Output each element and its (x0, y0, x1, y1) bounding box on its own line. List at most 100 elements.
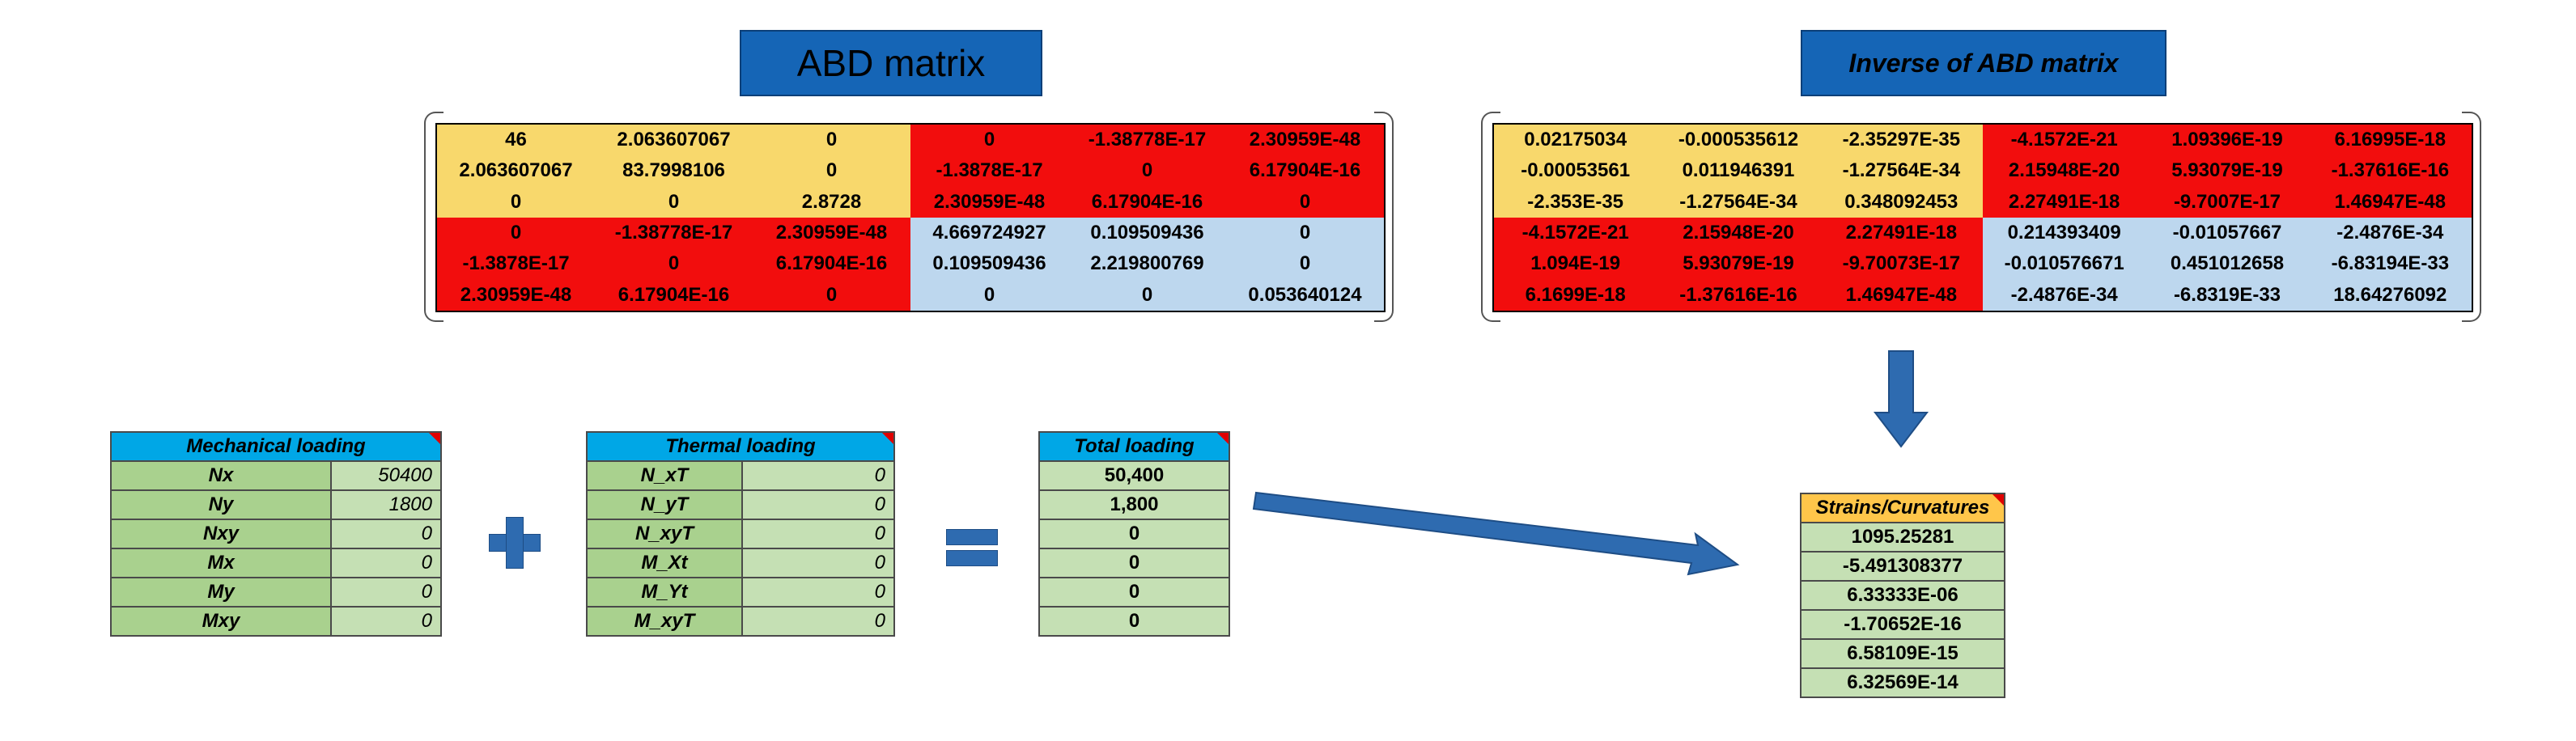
matrix-cell[interactable]: 0.053640124 (1226, 279, 1384, 311)
matrix-cell[interactable]: 0.451012658 (2145, 248, 2309, 280)
load-value[interactable]: 0 (330, 606, 442, 637)
load-value[interactable]: 0 (330, 548, 442, 578)
matrix-cell[interactable]: 0 (1226, 248, 1384, 280)
matrix-cell[interactable]: 0 (1068, 155, 1226, 187)
matrix-cell[interactable]: 1.46947E-48 (1819, 279, 1983, 311)
load-value[interactable]: 0 (330, 577, 442, 608)
matrix-cell[interactable]: -1.37616E-16 (1657, 279, 1820, 311)
total-value[interactable]: 0 (1038, 519, 1230, 549)
matrix-cell[interactable]: 0 (1226, 217, 1384, 249)
total-value[interactable]: 0 (1038, 548, 1230, 578)
load-label: Mx (110, 548, 332, 578)
load-value[interactable]: 0 (741, 460, 895, 491)
matrix-cell[interactable]: 6.17904E-16 (753, 248, 910, 280)
load-value[interactable]: 0 (741, 548, 895, 578)
matrix-cell[interactable]: 0 (595, 186, 753, 218)
matrix-cell[interactable]: 83.7998106 (595, 155, 753, 187)
matrix-cell[interactable]: 1.09396E-19 (2145, 125, 2309, 156)
matrix-cell[interactable]: -9.70073E-17 (1819, 248, 1983, 280)
matrix-cell[interactable]: -0.01057667 (2145, 217, 2309, 249)
matrix-cell[interactable]: 2.15948E-20 (1982, 155, 2146, 187)
matrix-cell[interactable]: -9.7007E-17 (2145, 186, 2309, 218)
matrix-cell[interactable]: 2.8728 (753, 186, 910, 218)
matrix-cell[interactable]: -2.35297E-35 (1819, 125, 1983, 156)
matrix-cell[interactable]: -4.1572E-21 (1982, 125, 2146, 156)
load-value[interactable]: 0 (741, 577, 895, 608)
matrix-cell[interactable]: 0.109509436 (910, 248, 1068, 280)
matrix-cell[interactable]: 2.30959E-48 (910, 186, 1068, 218)
matrix-cell[interactable]: 0 (910, 125, 1068, 156)
matrix-cell[interactable]: -1.37616E-16 (2308, 155, 2472, 187)
matrix-cell[interactable]: 0.109509436 (1068, 217, 1226, 249)
matrix-cell[interactable]: 0 (437, 217, 595, 249)
matrix-cell[interactable]: 0 (437, 186, 595, 218)
matrix-cell[interactable]: 0.02175034 (1494, 125, 1657, 156)
load-value[interactable]: 0 (741, 519, 895, 549)
strain-value[interactable]: 6.32569E-14 (1800, 667, 2005, 698)
strain-value[interactable]: -1.70652E-16 (1800, 609, 2005, 640)
matrix-cell[interactable]: 5.93079E-19 (1657, 248, 1820, 280)
matrix-cell[interactable]: -1.3878E-17 (437, 248, 595, 280)
matrix-cell[interactable]: 2.30959E-48 (753, 217, 910, 249)
matrix-cell[interactable]: 0.214393409 (1982, 217, 2146, 249)
matrix-cell[interactable]: 5.93079E-19 (2145, 155, 2309, 187)
matrix-cell[interactable]: -0.00053561 (1494, 155, 1657, 187)
matrix-cell[interactable]: -2.4876E-34 (1982, 279, 2146, 311)
matrix-cell[interactable]: 2.30959E-48 (1226, 125, 1384, 156)
matrix-cell[interactable]: 6.17904E-16 (1068, 186, 1226, 218)
load-value[interactable]: 1800 (330, 489, 442, 520)
matrix-cell[interactable]: -2.353E-35 (1494, 186, 1657, 218)
matrix-cell[interactable]: 0.348092453 (1819, 186, 1983, 218)
matrix-cell[interactable]: -0.000535612 (1657, 125, 1820, 156)
load-value[interactable]: 0 (741, 489, 895, 520)
total-value[interactable]: 1,800 (1038, 489, 1230, 520)
matrix-cell[interactable]: 0 (1068, 279, 1226, 311)
matrix-cell[interactable]: -1.27564E-34 (1657, 186, 1820, 218)
load-value[interactable]: 0 (330, 519, 442, 549)
load-value[interactable]: 0 (741, 606, 895, 637)
matrix-cell[interactable]: 2.30959E-48 (437, 279, 595, 311)
total-value[interactable]: 0 (1038, 606, 1230, 637)
matrix-cell[interactable]: -6.8319E-33 (2145, 279, 2309, 311)
matrix-cell[interactable]: 18.64276092 (2308, 279, 2472, 311)
matrix-cell[interactable]: 6.16995E-18 (2308, 125, 2472, 156)
matrix-cell[interactable]: 0 (1226, 186, 1384, 218)
matrix-cell[interactable]: 6.1699E-18 (1494, 279, 1657, 311)
strain-value[interactable]: 6.33333E-06 (1800, 580, 2005, 611)
matrix-cell[interactable]: 0 (753, 125, 910, 156)
matrix-cell[interactable]: 6.17904E-16 (1226, 155, 1384, 187)
matrix-cell[interactable]: 0 (753, 155, 910, 187)
strain-value[interactable]: 6.58109E-15 (1800, 638, 2005, 669)
matrix-cell[interactable]: -1.27564E-34 (1819, 155, 1983, 187)
matrix-cell[interactable]: 2.15948E-20 (1657, 217, 1820, 249)
matrix-cell[interactable]: 6.17904E-16 (595, 279, 753, 311)
matrix-cell[interactable]: 46 (437, 125, 595, 156)
matrix-cell[interactable]: 0 (595, 248, 753, 280)
total-value[interactable]: 50,400 (1038, 460, 1230, 491)
abd-matrix-grid: 46 2.063607067 0 0 -1.38778E-17 2.30959E… (435, 123, 1386, 312)
matrix-cell[interactable]: 1.46947E-48 (2308, 186, 2472, 218)
load-value[interactable]: 50400 (330, 460, 442, 491)
matrix-cell[interactable]: 1.094E-19 (1494, 248, 1657, 280)
matrix-cell[interactable]: -1.3878E-17 (910, 155, 1068, 187)
strain-value[interactable]: 1095.25281 (1800, 522, 2005, 553)
matrix-cell[interactable]: 2.063607067 (437, 155, 595, 187)
matrix-cell[interactable]: 4.669724927 (910, 217, 1068, 249)
strain-value[interactable]: -5.491308377 (1800, 551, 2005, 582)
matrix-cell[interactable]: 0.011946391 (1657, 155, 1820, 187)
matrix-cell[interactable]: 0 (910, 279, 1068, 311)
matrix-cell[interactable]: -1.38778E-17 (595, 217, 753, 249)
matrix-cell[interactable]: -2.4876E-34 (2308, 217, 2472, 249)
matrix-cell[interactable]: -1.38778E-17 (1068, 125, 1226, 156)
matrix-cell[interactable]: -0.010576671 (1982, 248, 2146, 280)
total-value[interactable]: 0 (1038, 577, 1230, 608)
matrix-cell[interactable]: 2.27491E-18 (1819, 217, 1983, 249)
matrix-cell[interactable]: 2.219800769 (1068, 248, 1226, 280)
matrix-cell[interactable]: -6.83194E-33 (2308, 248, 2472, 280)
matrix-cell[interactable]: -4.1572E-21 (1494, 217, 1657, 249)
matrix-cell[interactable]: 0 (753, 279, 910, 311)
matrix-cell[interactable]: 2.063607067 (595, 125, 753, 156)
matrix-cell[interactable]: 2.27491E-18 (1982, 186, 2146, 218)
